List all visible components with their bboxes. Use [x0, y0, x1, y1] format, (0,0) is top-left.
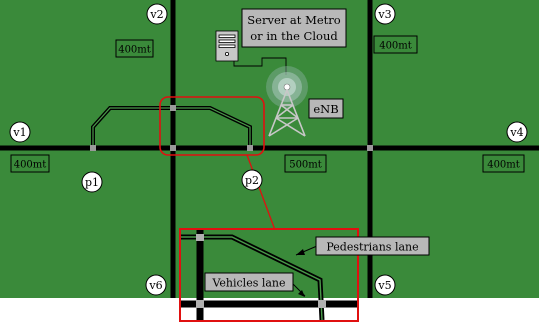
enb-label-text: eNB	[313, 102, 338, 116]
pedestrians-lane-label: Pedestrians lane	[295, 236, 430, 256]
svg-text:v4: v4	[509, 126, 523, 139]
distance-left: 400mt	[10, 154, 50, 173]
svg-text:p1: p1	[85, 176, 99, 189]
distance-right: 400mt	[482, 154, 525, 173]
crossing-v3	[367, 145, 373, 151]
node-p1: p1	[81, 171, 103, 193]
distance-top-left: 400mt	[115, 39, 154, 58]
distance-right-text: 400mt	[487, 160, 520, 171]
node-v3: v3	[374, 3, 396, 25]
distance-top-right: 400mt	[373, 35, 418, 54]
distance-middle: 500mt	[284, 154, 327, 173]
svg-text:v5: v5	[377, 279, 391, 292]
node-v6: v6	[145, 274, 167, 296]
distance-left-text: 400mt	[14, 160, 47, 171]
enb-label: eNB	[308, 98, 344, 119]
inset-frame	[179, 228, 359, 322]
distance-top-left-text: 400mt	[118, 45, 151, 56]
crossing-p2	[247, 145, 253, 151]
server-label: Server at Metro or in the Cloud	[241, 8, 347, 48]
svg-text:v2: v2	[149, 8, 163, 21]
inset-crossing-center	[196, 300, 204, 308]
crossing-center	[170, 145, 176, 151]
node-v5: v5	[374, 274, 396, 296]
svg-text:v6: v6	[148, 279, 162, 292]
crossing-p1	[90, 145, 96, 151]
server-icon	[215, 30, 287, 75]
distance-middle-text: 500mt	[289, 160, 322, 171]
inset-crossing-right	[318, 300, 326, 308]
vehicles-lane-text: Vehicles lane	[211, 277, 285, 290]
highlight-region-top	[159, 96, 265, 156]
node-p2: p2	[241, 169, 263, 191]
pedestrians-lane-text: Pedestrians lane	[326, 241, 418, 254]
node-v1: v1	[9, 121, 31, 143]
node-v2: v2	[146, 3, 168, 25]
crossing-markers	[90, 105, 373, 151]
inset-crossing-top	[196, 234, 204, 241]
cell-tower-icon	[266, 66, 308, 137]
server-label-line2: or in the Cloud	[250, 29, 338, 43]
node-v4: v4	[506, 121, 528, 143]
highlight-connector	[246, 154, 276, 231]
distance-top-right-text: 400mt	[379, 41, 412, 52]
svg-text:v3: v3	[377, 8, 391, 21]
svg-text:v1: v1	[12, 126, 26, 139]
svg-text:p2: p2	[245, 174, 259, 187]
server-label-line1: Server at Metro	[247, 13, 340, 27]
crossing-top	[170, 105, 176, 111]
vehicles-lane-label: Vehicles lane	[204, 272, 306, 297]
